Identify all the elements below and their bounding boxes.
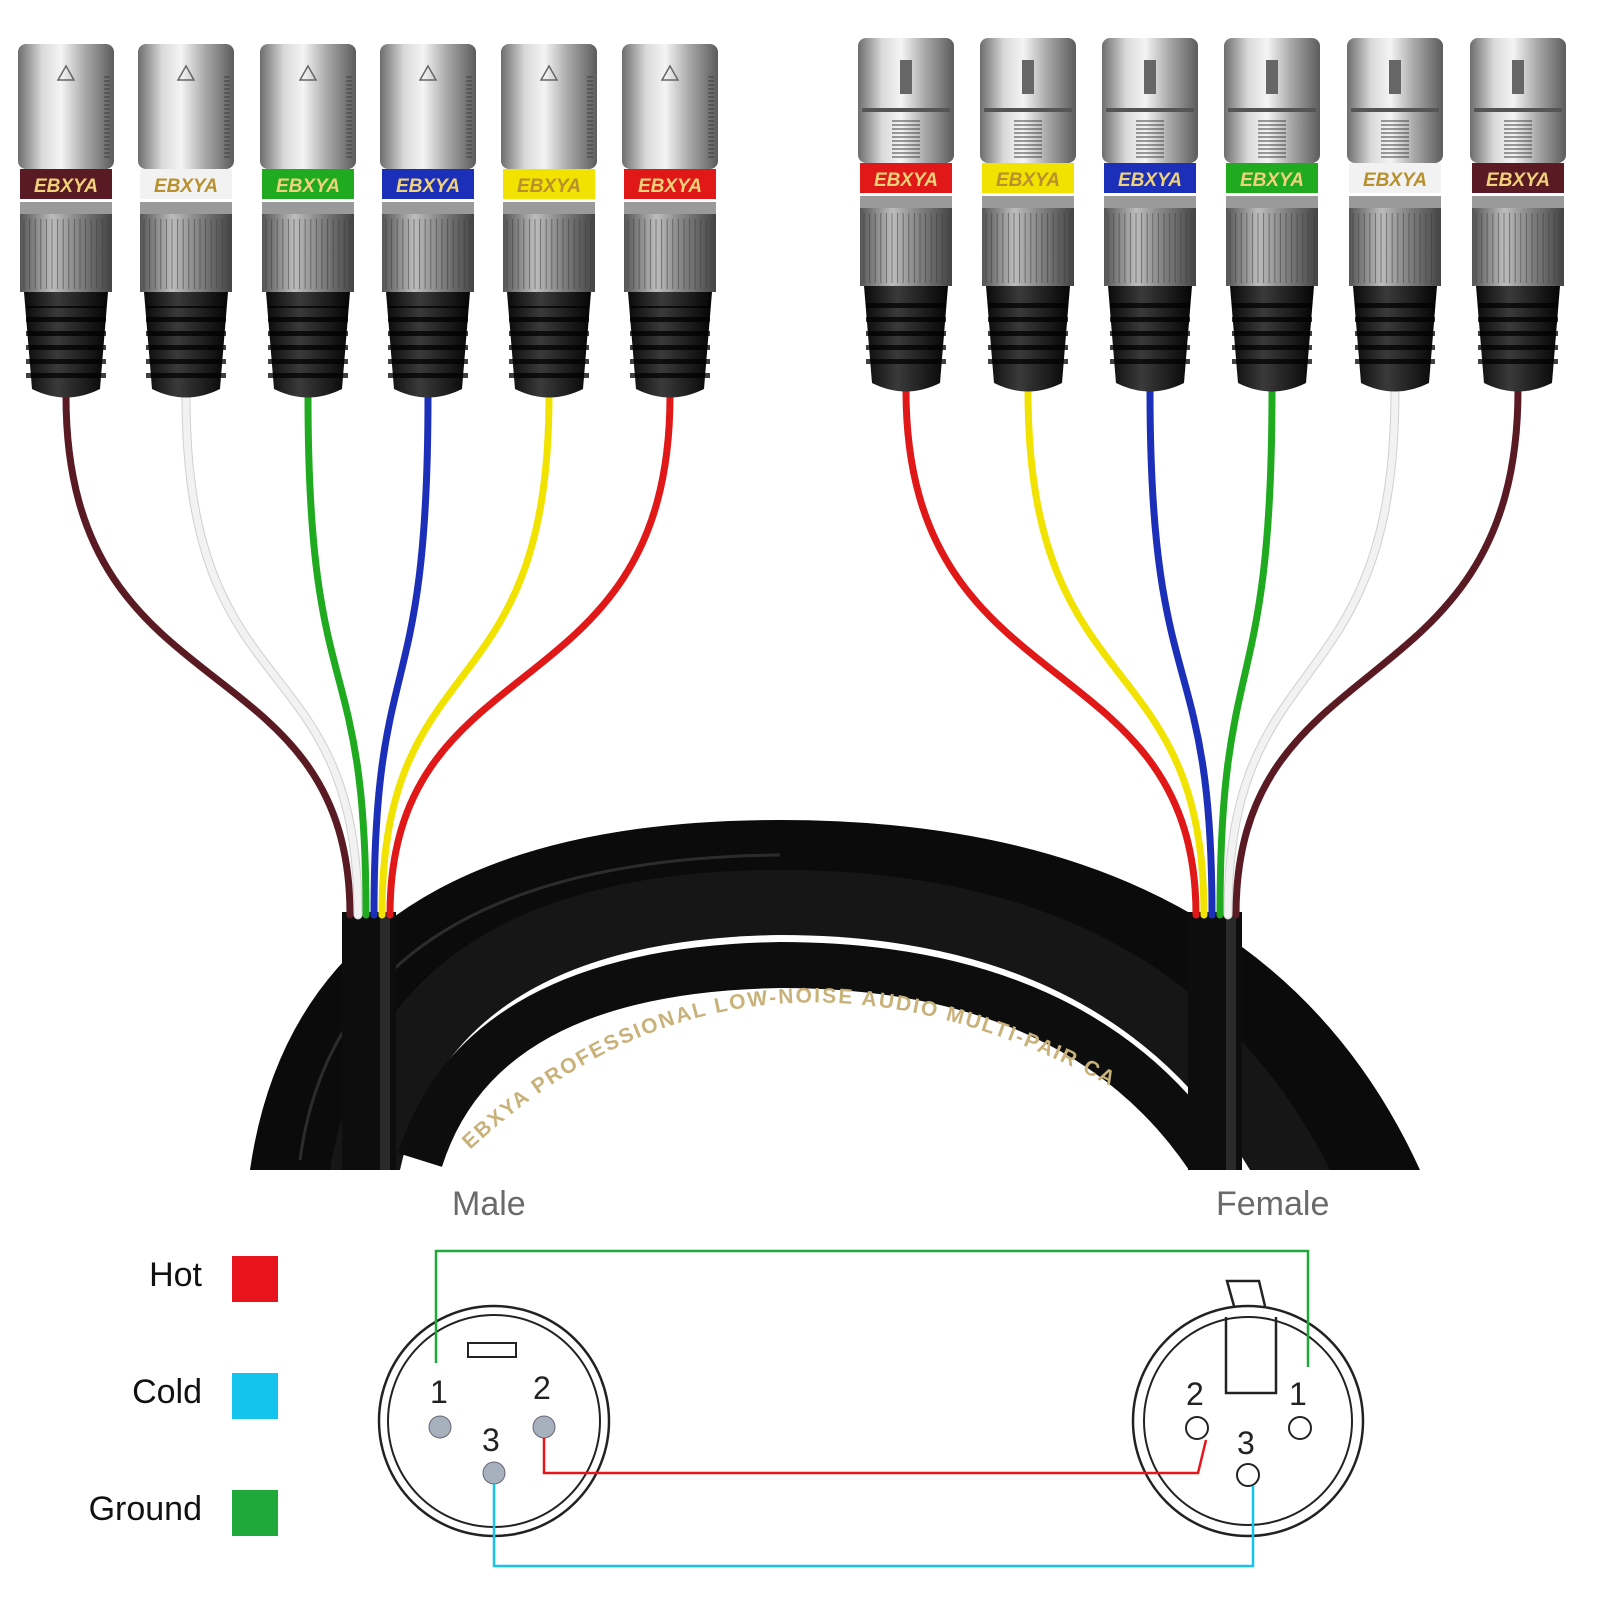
- male-connector-5: EBXYA: [501, 44, 597, 398]
- male-wire-1: [62, 392, 354, 919]
- male-pin-1-label: 1: [430, 1374, 448, 1410]
- female-wire-6: [1232, 386, 1522, 919]
- male-latch-key: [467, 1342, 517, 1358]
- brand-label: EBXYA: [517, 176, 581, 197]
- male-pin-2: [532, 1415, 556, 1439]
- female-connector-5: EBXYA: [1347, 38, 1443, 392]
- male-connector-4: EBXYA: [380, 44, 476, 398]
- cable-illustration: EBXYA PROFESSIONAL LOW-NOISE AUDIO MULTI…: [18, 38, 1566, 1170]
- channel-color-band: [624, 169, 716, 199]
- female-connector-2: EBXYA: [980, 38, 1076, 392]
- legend-hot-swatch: [232, 1256, 278, 1302]
- brand-label: EBXYA: [396, 176, 460, 197]
- female-latch: [1225, 1279, 1267, 1307]
- female-wire-5: [1224, 386, 1399, 919]
- channel-color-band: [982, 163, 1074, 193]
- legend-ground-label: Ground: [88, 1490, 202, 1528]
- channel-color-band: [1226, 163, 1318, 193]
- female-wire-3: [1146, 386, 1216, 919]
- brand-label: EBXYA: [874, 170, 938, 191]
- female-connector-1: EBXYA: [858, 38, 954, 392]
- male-pin-2-label: 2: [533, 1370, 551, 1406]
- male-end-label: Male: [452, 1185, 526, 1223]
- male-wire-4: [370, 392, 432, 919]
- snake-cable-coil: EBXYA PROFESSIONAL LOW-NOISE AUDIO MULTI…: [250, 820, 1420, 1170]
- female-connector-4: EBXYA: [1224, 38, 1320, 392]
- female-pin-3-label: 3: [1237, 1425, 1255, 1461]
- channel-color-band: [1349, 163, 1441, 193]
- brand-label: EBXYA: [154, 176, 218, 197]
- male-wire-3: [304, 392, 370, 919]
- channel-wires: [62, 385, 1522, 920]
- female-wire-4: [1216, 386, 1276, 919]
- male-pin-1: [428, 1415, 452, 1439]
- ground-wire: [434, 1249, 1310, 1367]
- channel-color-band: [20, 169, 112, 199]
- brand-label: EBXYA: [1363, 170, 1427, 191]
- legend-ground-swatch: [232, 1490, 278, 1536]
- channel-color-band: [503, 169, 595, 199]
- brand-label: EBXYA: [996, 170, 1060, 191]
- female-xlr-face: 1 2 3: [1131, 1279, 1365, 1538]
- male-wire-5: [378, 392, 553, 919]
- legend-cold-swatch: [232, 1373, 278, 1419]
- female-wire-1: [902, 386, 1200, 919]
- female-end-label: Female: [1216, 1185, 1330, 1223]
- channel-color-band: [1104, 163, 1196, 193]
- legend-hot-label: Hot: [149, 1256, 202, 1294]
- male-wire-6: [386, 392, 674, 919]
- female-wire-2: [1024, 386, 1208, 919]
- brand-label: EBXYA: [34, 176, 98, 197]
- legend-cold-label: Cold: [132, 1373, 202, 1411]
- connector-row: EBXYA EBXYA EBXYA EBXYA EBXYA EBXYA EBXYA EBXYA…: [18, 38, 1566, 398]
- male-connector-1: EBXYA: [18, 44, 114, 398]
- channel-color-band: [1472, 163, 1564, 193]
- male-connector-2: EBXYA: [138, 44, 234, 398]
- male-pin-3-label: 3: [482, 1422, 500, 1458]
- female-connector-6: EBXYA: [1470, 38, 1566, 392]
- female-pin-1: [1288, 1416, 1312, 1440]
- brand-label: EBXYA: [276, 176, 340, 197]
- channel-color-band: [262, 169, 354, 199]
- channel-color-band: [860, 163, 952, 193]
- female-key-slot: [1224, 1317, 1278, 1395]
- cold-wire: [492, 1484, 1255, 1568]
- channel-color-band: [140, 169, 232, 199]
- female-pin-2: [1185, 1416, 1209, 1440]
- brand-label: EBXYA: [638, 176, 702, 197]
- brand-label: EBXYA: [1240, 170, 1304, 191]
- hot-wire: [542, 1438, 1208, 1475]
- female-connector-3: EBXYA: [1102, 38, 1198, 392]
- male-connector-6: EBXYA: [622, 44, 718, 398]
- female-pin-3: [1236, 1463, 1260, 1487]
- channel-color-band: [382, 169, 474, 199]
- brand-label: EBXYA: [1486, 170, 1550, 191]
- male-connector-3: EBXYA: [260, 44, 356, 398]
- brand-label: EBXYA: [1118, 170, 1182, 191]
- female-pin-1-label: 1: [1289, 1376, 1307, 1412]
- male-wire-2: [182, 392, 362, 919]
- male-pin-3: [482, 1461, 506, 1485]
- female-pin-2-label: 2: [1186, 1376, 1204, 1412]
- xlr-wiring-diagram: 1 2 3 1 2 3: [377, 1249, 1365, 1568]
